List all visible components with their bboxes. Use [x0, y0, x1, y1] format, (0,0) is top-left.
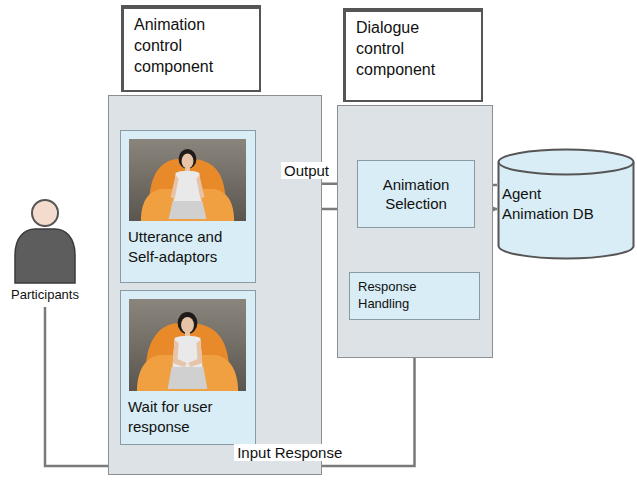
edge-label: Input Response [234, 444, 345, 461]
text-holder: Utterance and Self-adaptors [128, 227, 250, 266]
panel-heading: Animation control component [134, 15, 249, 77]
agent-illustration [129, 139, 246, 221]
text-holder: Agent Animation DB [502, 184, 606, 223]
agent-illustration [129, 299, 246, 391]
box-label: Utterance and Self-adaptors [128, 227, 250, 266]
text-holder: Participants [3, 287, 87, 304]
process-box: Wait for user response [120, 290, 256, 445]
panel-ground [337, 105, 493, 358]
database-label: Agent Animation DB [502, 184, 606, 223]
panel-heading-box: Animation control component [121, 5, 261, 92]
cylinder-outline [497, 148, 635, 260]
component-panel: Animation control component Utterance an… [108, 5, 322, 475]
process-box: Utterance and Self-adaptors [120, 130, 256, 283]
box-label: Response Handling [358, 279, 471, 313]
edge-label: Output [281, 162, 332, 179]
box-label: Animation Selection [366, 175, 466, 214]
text-holder: Wait for user response [128, 397, 250, 436]
person-icon [3, 195, 87, 285]
box-label: Wait for user response [128, 397, 250, 436]
database-cylinder: Agent Animation DB [497, 148, 635, 260]
participant-figure: Participants [3, 195, 87, 305]
panel-heading-box: Dialogue control component [343, 8, 483, 102]
component-panel: Dialogue control componentAnimation Sele… [337, 8, 493, 358]
panel-heading: Dialogue control component [356, 18, 471, 80]
process-box: Response Handling [349, 272, 480, 320]
process-box: Animation Selection [357, 160, 475, 228]
participant-label: Participants [3, 287, 87, 304]
